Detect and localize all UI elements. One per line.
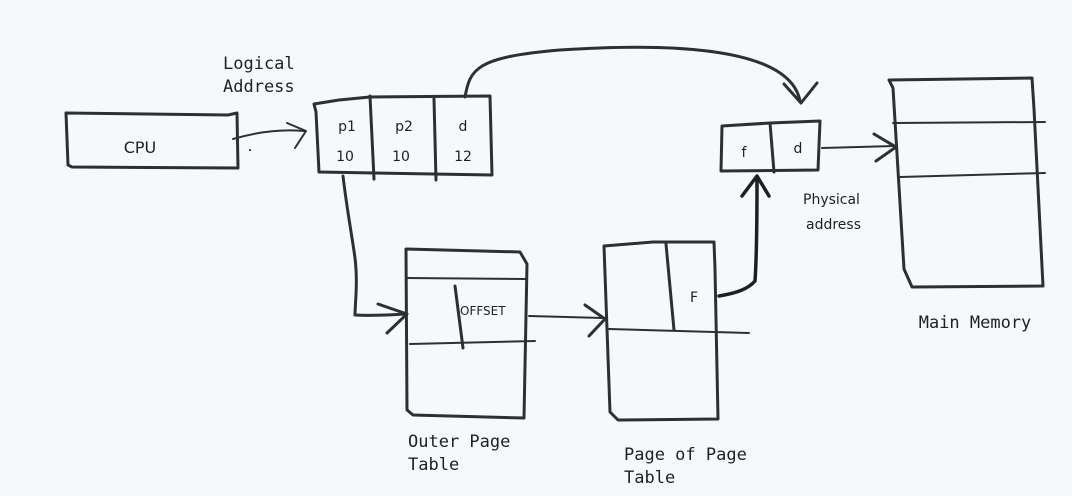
outer-page-table-label-line2: Table (408, 455, 459, 475)
arrow-offset-to-physical-address (463, 45, 819, 105)
arrow-physical-address-to-main-memory (821, 132, 898, 163)
outer-page-table-entry-offset: OFFSET (460, 304, 506, 318)
logical-field-value-d: 12 (454, 149, 472, 165)
main-memory-label: Main Memory (919, 313, 1032, 333)
outer-page-table: OFFSET Outer Page Table (404, 247, 536, 475)
arrow-frame-number-to-physical-address (717, 174, 771, 298)
physical-address-label-line1: Physical (803, 192, 860, 208)
logical-field-value-p1: 10 (336, 149, 354, 165)
arrow-logical-address-to-outer-page-table (341, 174, 409, 335)
physical-field-d: d (794, 141, 803, 157)
logical-field-name-p1: p1 (338, 119, 356, 135)
arrow-outer-page-table-to-page-of-page-table (528, 303, 607, 338)
cpu-dot: . (247, 136, 252, 155)
page-of-page-table-entry-f: F (690, 290, 698, 306)
page-of-page-table-label-line2: Table (624, 468, 675, 488)
outer-page-table-label-line1: Outer Page (408, 432, 510, 452)
main-memory: Main Memory (887, 76, 1046, 333)
physical-field-f: f (742, 145, 748, 161)
logical-address-box: p1 10 p2 10 d 12 (312, 94, 494, 182)
physical-address-box: f d Physical address (719, 119, 861, 233)
logical-address-label-line2: Address (223, 77, 295, 97)
logical-field-value-p2: 10 (392, 149, 410, 165)
physical-address-label-line2: address (806, 217, 861, 233)
arrow-cpu-to-logical-address (232, 122, 307, 149)
logical-field-name-p2: p2 (395, 119, 413, 135)
logical-field-name-d: d (459, 119, 468, 135)
page-of-page-table: F Page of Page Table (602, 240, 750, 488)
cpu-box: CPU . (64, 111, 253, 170)
page-of-page-table-label-line1: Page of Page (624, 445, 747, 465)
logical-address-label-line1: Logical (223, 54, 295, 74)
cpu-label: CPU (124, 138, 157, 157)
